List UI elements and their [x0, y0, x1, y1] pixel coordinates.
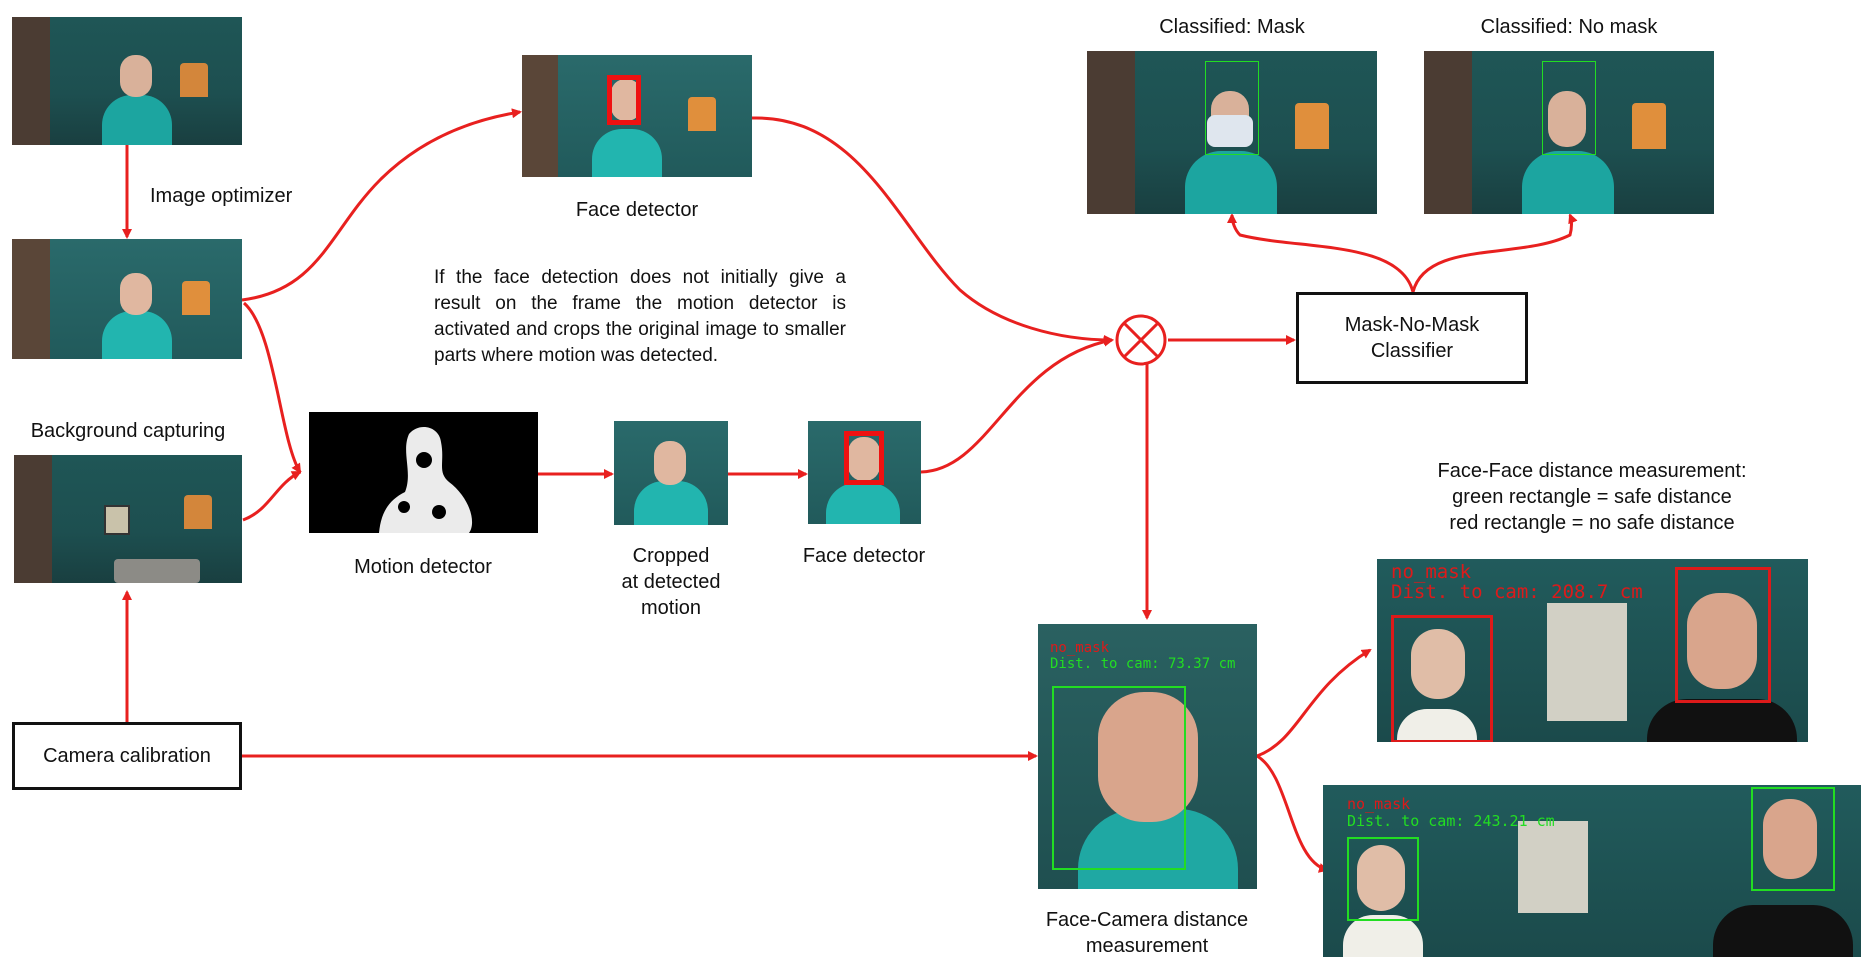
face-face-pair-image-2: no_mask Dist. to cam: 243.21 cm: [1323, 785, 1861, 957]
face-camera-label: Face-Camera distance measurement: [1045, 909, 1249, 957]
motion-fallback-note: If the face detection does not initially…: [434, 267, 846, 366]
image-optimizer-label: Image optimizer: [150, 185, 293, 207]
motion-detector-image: [309, 412, 538, 533]
face-detector-top-image: [522, 55, 752, 177]
background-capturing-label: Background capturing: [30, 420, 226, 442]
face-detector-bottom-image: [808, 421, 921, 524]
cropped-motion-image: [614, 421, 728, 525]
face-camera-image: no_mask Dist. to cam: 73.37 cm: [1038, 624, 1257, 889]
arrow-classifier-to-mask: [1227, 213, 1415, 293]
classified-mask-label: Classified: Mask: [1159, 16, 1305, 38]
face-camera-distance: Dist. to cam: 73.37 cm: [1050, 656, 1236, 672]
face-detector-top-label: Face detector: [575, 199, 699, 221]
classified-mask-image: [1087, 51, 1377, 214]
classified-no-mask-image: [1424, 51, 1714, 214]
mask-classifier-box: Mask-No-Mask Classifier: [1296, 292, 1528, 384]
face-face-distance: Dist. to cam: 208.7 cm: [1391, 581, 1643, 603]
face-camera-status: no_mask: [1050, 640, 1110, 656]
face-face2-status: no_mask: [1347, 795, 1411, 813]
arrow-face-top-to-combiner: [751, 116, 1114, 345]
arrow-face-to-combiner-bottom: [920, 336, 1114, 474]
original-frame-image: [12, 17, 242, 145]
arrow-to-face-detector: [241, 108, 522, 302]
face-face2-distance: Dist. to cam: 243.21 cm: [1347, 812, 1555, 830]
arrow-optimized-to-motion: [242, 301, 302, 474]
face-detector-bottom-label: Face detector: [802, 545, 926, 567]
arrow-classifier-to-nomask: [1411, 213, 1578, 293]
classified-no-mask-label: Classified: No mask: [1480, 16, 1658, 38]
optimized-frame-image: [12, 239, 242, 359]
motion-detector-label: Motion detector: [354, 556, 492, 578]
cropped-label: Cropped at detected motion: [621, 545, 721, 619]
arrow-face-camera-to-facepair: [1256, 648, 1372, 758]
background-frame-image: [14, 455, 242, 583]
arrow-background-to-motion: [242, 470, 302, 522]
face-face-pair-image: no_mask Dist. to cam: 208.7 cm: [1377, 559, 1808, 742]
arrow-face-camera-to-facepair2: [1256, 754, 1329, 873]
face-face-label: Face-Face distance measurement: green re…: [1437, 460, 1747, 534]
face-face-status: no_mask: [1391, 561, 1472, 583]
camera-calibration-box: Camera calibration: [12, 722, 242, 790]
combiner-node: [1115, 314, 1167, 366]
